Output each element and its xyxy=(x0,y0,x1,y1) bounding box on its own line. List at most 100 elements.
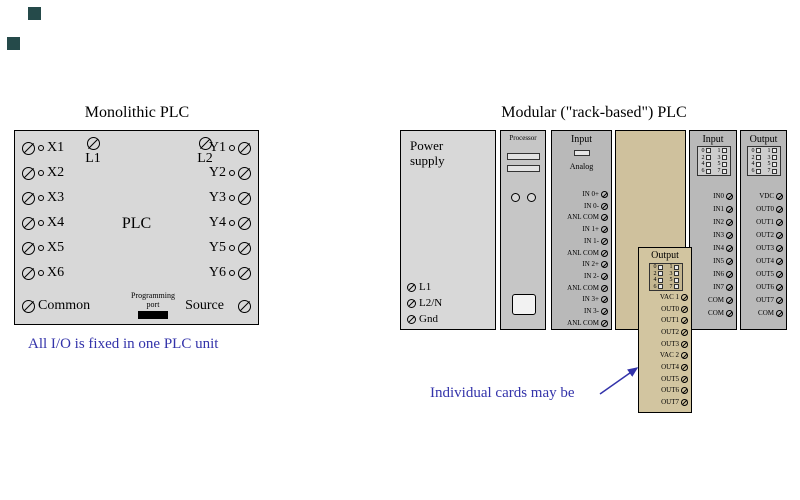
programming-jack-icon xyxy=(512,294,536,315)
terminal-row: IN 3- xyxy=(552,307,611,316)
terminal-label: X3 xyxy=(47,190,65,205)
output-terminal-row: Y4 xyxy=(209,215,251,230)
terminal-label: IN 0- xyxy=(584,201,599,210)
screw-terminal-icon xyxy=(681,398,688,406)
terminal-row: ANL COM xyxy=(552,214,611,222)
terminal-label: Y3 xyxy=(208,190,226,205)
wire-dot-icon xyxy=(229,170,235,176)
terminal-label: IN1 xyxy=(713,205,724,213)
screw-terminal-icon xyxy=(726,310,733,317)
terminal-row: ANL COM xyxy=(552,319,611,327)
terminal-row: COM xyxy=(741,310,786,317)
pulled-output-card: Output 0 1 2 3 4 5 6 7 VAC 1 OUT0 OUT1 O… xyxy=(638,247,692,413)
led-cell: 5 xyxy=(670,277,679,283)
screw-terminal-icon xyxy=(681,317,688,325)
screw-terminal-icon xyxy=(776,258,783,265)
terminal-row: OUT2 xyxy=(639,327,691,336)
pointer-arrow-icon xyxy=(599,367,639,395)
output-terminal-row: Y3 xyxy=(208,190,251,205)
led-cell: 0 xyxy=(654,264,663,270)
terminal-row: OUT6 xyxy=(639,387,691,395)
terminal-label: IN 3- xyxy=(584,307,599,316)
led-square-icon xyxy=(657,284,663,290)
screw-terminal-icon xyxy=(726,245,733,252)
screw-terminal-icon xyxy=(681,352,688,360)
screw-terminal-icon xyxy=(726,284,733,291)
memory-slot xyxy=(507,153,540,160)
terminal-label: OUT1 xyxy=(756,218,774,226)
terminal-row: IN2 xyxy=(690,219,736,226)
terminal-row: ANL COM xyxy=(552,249,611,257)
led-square-icon xyxy=(657,264,663,270)
terminal-row: IN 0+ xyxy=(552,191,611,198)
led-square-icon xyxy=(721,155,727,161)
wire-dot-icon xyxy=(229,270,235,276)
terminal-label: X2 xyxy=(47,165,65,180)
led-square-icon xyxy=(721,161,727,167)
led-square-icon xyxy=(673,277,679,283)
terminal-label: OUT4 xyxy=(661,362,679,371)
power-terminal-row: L1 xyxy=(407,281,431,293)
terminal-label: COM xyxy=(758,309,774,317)
programming-port-label: Programming xyxy=(131,291,175,300)
screw-terminal-icon xyxy=(601,296,608,304)
led-square-icon xyxy=(755,168,761,174)
processor-label: Processor xyxy=(509,134,537,142)
screw-terminal-icon xyxy=(22,191,35,205)
programming-port-label: port xyxy=(146,300,160,310)
screw-terminal-icon xyxy=(776,271,783,278)
terminal-label: OUT5 xyxy=(661,374,679,383)
led-cell: 6 xyxy=(752,168,761,174)
screw-terminal-icon xyxy=(238,266,251,280)
input-terminal-row: X2 xyxy=(22,165,65,180)
screw-terminal-icon xyxy=(22,141,35,155)
processor-indicators xyxy=(501,193,545,202)
terminal-strip: IN 0+ IN 0- ANL COM IN 1+ IN 1- ANL COM … xyxy=(552,191,611,327)
terminal-row: VDC xyxy=(741,193,786,200)
output-terminal-row: Y6 xyxy=(209,265,251,280)
screw-terminal-icon xyxy=(238,191,251,205)
led-cell: 2 xyxy=(702,155,711,161)
terminal-row: IN6 xyxy=(690,271,736,278)
input-terminal-row: X3 xyxy=(22,190,65,205)
monolithic-title: Monolithic PLC xyxy=(84,104,190,121)
led-cell: 4 xyxy=(654,277,663,283)
modular-caption: Individual cards may be xyxy=(430,385,575,401)
wire-dot-icon xyxy=(229,220,235,226)
terminal-label: IN4 xyxy=(713,244,724,252)
led-cell: 7 xyxy=(768,168,777,174)
led-square-icon xyxy=(657,271,663,277)
screw-terminal-icon xyxy=(22,241,35,255)
terminal-row: OUT0 xyxy=(639,305,691,313)
terminal-label: OUT6 xyxy=(756,283,774,291)
screw-terminal-icon xyxy=(407,314,416,324)
terminal-row: IN 3+ xyxy=(552,296,611,304)
programming-port: Programming port xyxy=(113,291,193,320)
terminal-label: IN6 xyxy=(713,270,724,278)
terminal-label: OUT7 xyxy=(756,296,774,304)
terminal-label: IN 0+ xyxy=(582,190,599,198)
led-cell: 4 xyxy=(702,161,711,167)
led-square-icon xyxy=(705,148,711,154)
screw-terminal-icon xyxy=(198,137,212,150)
terminal-label: OUT2 xyxy=(661,327,679,336)
wire-dot-icon xyxy=(38,270,44,276)
terminal-row: ANL COM xyxy=(552,284,611,292)
input-terminal-row: X5 xyxy=(22,240,64,255)
input-terminal-row: X4 xyxy=(22,215,64,230)
discrete-input-module: Input 0 1 2 3 4 5 6 7 IN0 IN1 IN2 IN3 IN… xyxy=(689,130,737,330)
screw-terminal-icon xyxy=(22,216,35,230)
led-cell: 2 xyxy=(752,155,761,161)
memory-slot xyxy=(507,165,540,172)
led-square-icon xyxy=(705,161,711,167)
screw-terminal-icon xyxy=(238,299,251,313)
terminal-row: IN7 xyxy=(690,284,736,291)
power-terminal-row: L2/N xyxy=(407,297,442,309)
wire-dot-icon xyxy=(38,220,44,226)
screw-terminal-icon xyxy=(681,387,688,395)
screw-terminal-icon xyxy=(407,298,416,308)
terminal-row: COM xyxy=(690,310,736,317)
terminal-row: OUT3 xyxy=(639,340,691,348)
terminal-row: IN 2- xyxy=(552,273,611,281)
led-cell: 4 xyxy=(752,161,761,167)
